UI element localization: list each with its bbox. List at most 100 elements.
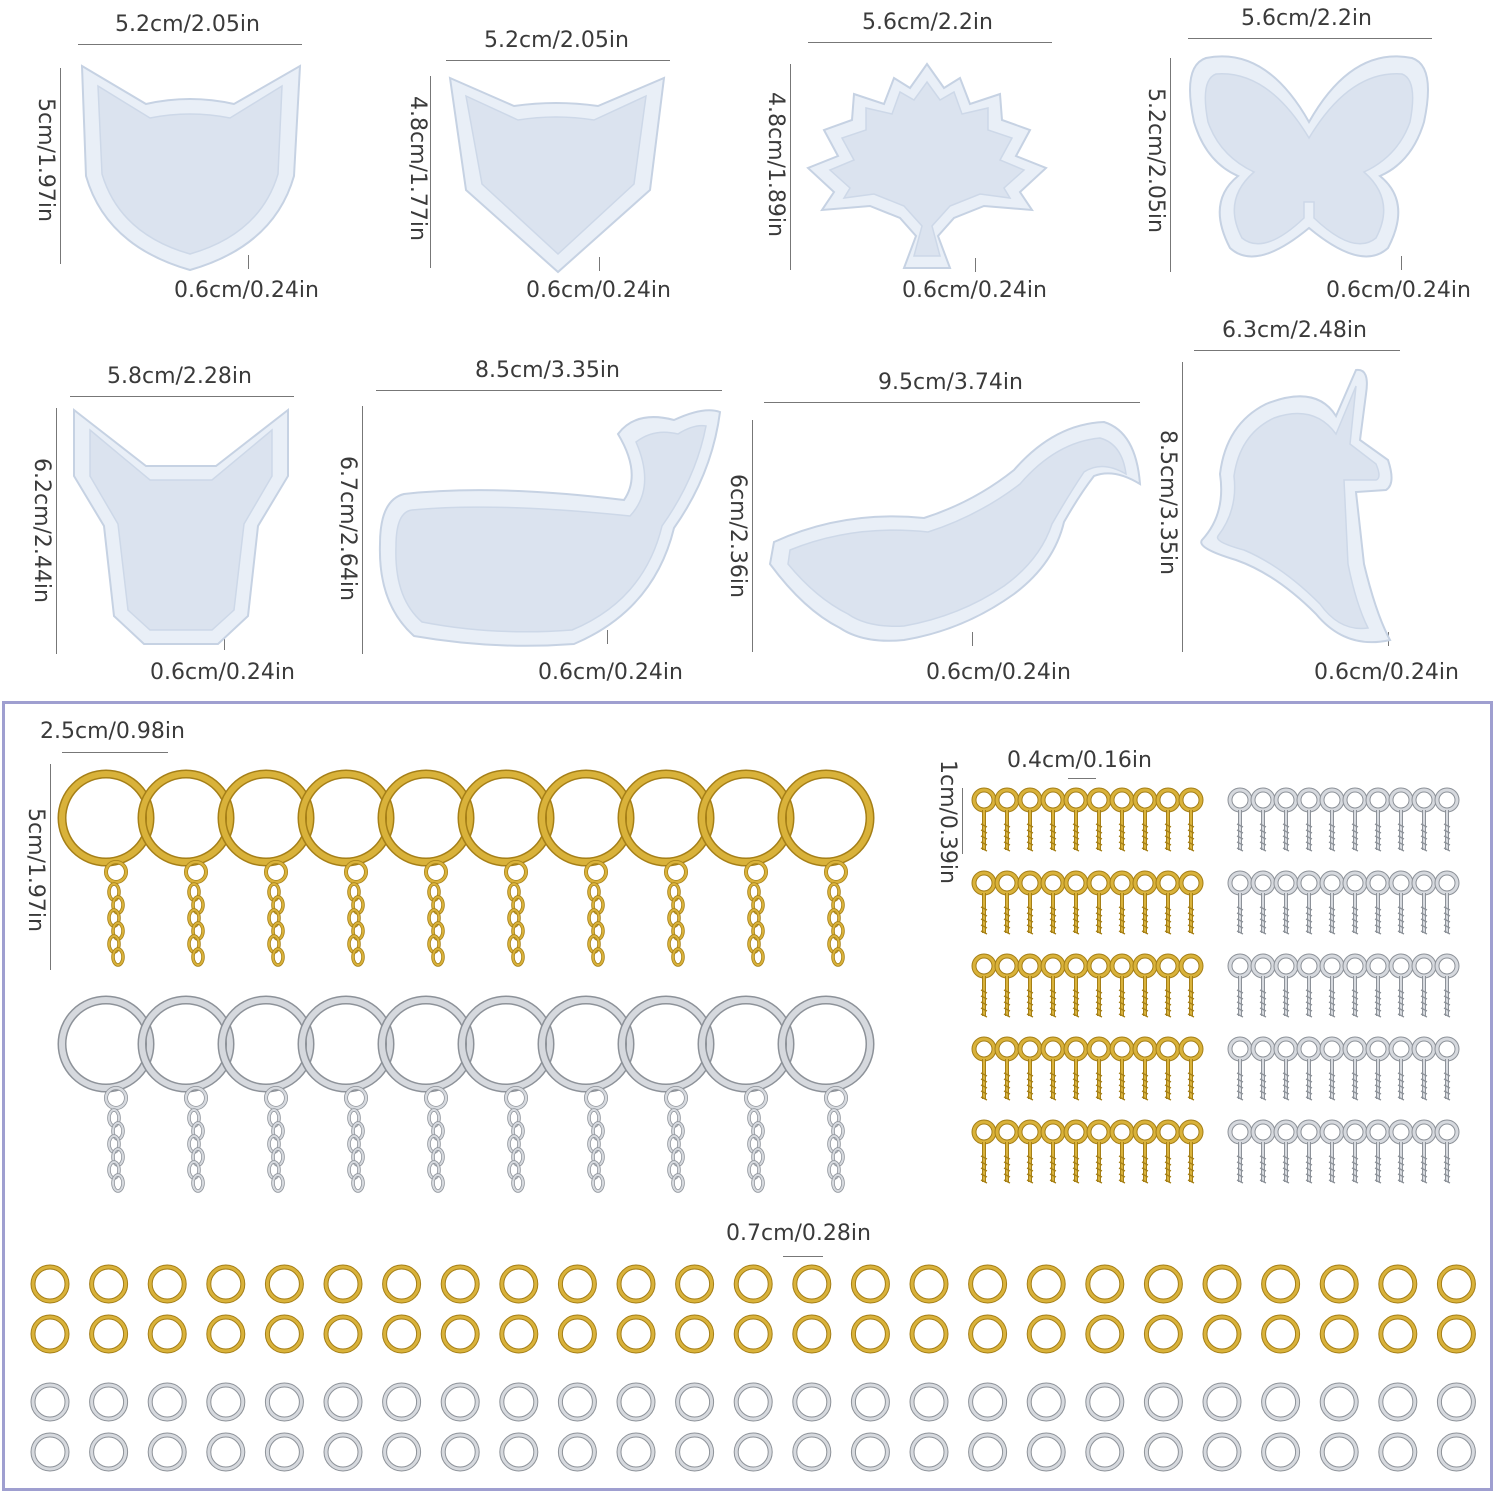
gold-jump-ring — [733, 1264, 773, 1304]
mold-depth-label: 0.6cm/0.24in — [1314, 660, 1459, 685]
silver-jump-ring — [616, 1432, 656, 1472]
gold-jump-ring — [968, 1264, 1008, 1304]
keyring-diameter-line — [62, 752, 168, 753]
gold-eye-pin — [1132, 953, 1158, 1018]
gold-keyring — [377, 769, 475, 967]
gold-jump-ring — [382, 1314, 422, 1354]
silver-jump-ring — [616, 1382, 656, 1422]
gold-eye-pin — [1109, 953, 1135, 1018]
silver-keyring — [617, 995, 715, 1193]
silver-jump-ring — [323, 1382, 363, 1422]
silver-eye-pin — [1411, 1036, 1437, 1101]
gold-eye-pin — [994, 1036, 1020, 1101]
silver-jump-ring — [1378, 1382, 1418, 1422]
silver-jump-ring — [440, 1432, 480, 1472]
width-dimension-line — [376, 390, 722, 391]
gold-jump-ring — [1026, 1314, 1066, 1354]
height-dimension-line — [790, 64, 791, 270]
silver-jump-ring — [1261, 1382, 1301, 1422]
silver-eye-pin — [1434, 1036, 1460, 1101]
width-dimension-line — [1188, 38, 1432, 39]
depth-tick — [599, 257, 600, 271]
silver-eye-pin — [1342, 1036, 1368, 1101]
gold-eye-pin — [1017, 953, 1043, 1018]
gold-eye-pin — [1086, 1036, 1112, 1101]
mold-width-label: 9.5cm/3.74in — [878, 370, 1023, 395]
gold-jump-ring — [30, 1314, 70, 1354]
gold-jump-ring — [909, 1314, 949, 1354]
silver-eye-pin — [1319, 1119, 1345, 1184]
mold-width-label: 5.6cm/2.2in — [1241, 6, 1372, 31]
gold-eye-pin — [1063, 787, 1089, 852]
gold-eye-pins — [971, 787, 1204, 1184]
silver-eye-pin — [1296, 787, 1322, 852]
gold-jump-ring — [1436, 1264, 1476, 1304]
gold-jump-ring — [206, 1314, 246, 1354]
gold-keyring — [457, 769, 555, 967]
deer-head-mold — [73, 407, 289, 645]
gold-jump-ring — [499, 1314, 539, 1354]
silver-jump-ring — [264, 1432, 304, 1472]
keyring-length-line — [50, 764, 51, 970]
gold-eye-pin — [1132, 1119, 1158, 1184]
gold-eye-pin — [1132, 787, 1158, 852]
silver-eye-pin — [1342, 870, 1368, 935]
height-dimension-line — [1182, 362, 1183, 652]
jump-rings — [30, 1264, 1476, 1472]
keyring-length-label: 5cm/1.97in — [23, 808, 48, 932]
silver-jump-ring — [382, 1382, 422, 1422]
gold-jump-ring — [30, 1264, 70, 1304]
mold-width-label: 8.5cm/3.35in — [475, 358, 620, 383]
silver-eye-pin — [1388, 787, 1414, 852]
gold-eye-pin — [1040, 1119, 1066, 1184]
silver-eye-pin — [1227, 787, 1253, 852]
gold-jump-ring — [968, 1314, 1008, 1354]
height-dimension-line — [1170, 58, 1171, 272]
gold-keyrings — [57, 769, 875, 967]
silver-eye-pin — [1227, 1036, 1253, 1101]
gold-eye-pin — [1155, 1036, 1181, 1101]
silver-eye-pin — [1296, 1119, 1322, 1184]
silver-jump-ring — [30, 1432, 70, 1472]
silver-eye-pin — [1250, 1119, 1276, 1184]
silver-eye-pin — [1365, 1119, 1391, 1184]
mold-height-label: 6.7cm/2.64in — [335, 456, 360, 601]
silver-keyring — [137, 995, 235, 1193]
mold-width-label: 6.3cm/2.48in — [1222, 318, 1367, 343]
gold-eye-pin — [971, 1119, 997, 1184]
gold-jump-ring — [1085, 1264, 1125, 1304]
gold-jump-ring — [499, 1264, 539, 1304]
gold-eye-pin — [1132, 870, 1158, 935]
gold-jump-ring — [557, 1264, 597, 1304]
gold-eye-pin — [1017, 787, 1043, 852]
eye-pin-length-line — [962, 788, 963, 854]
gold-eye-pin — [971, 1036, 997, 1101]
unicorn-head-mold — [1200, 368, 1393, 644]
silver-jump-ring — [499, 1382, 539, 1422]
silver-jump-ring — [1202, 1382, 1242, 1422]
silver-eye-pin — [1319, 870, 1345, 935]
silver-eye-pin — [1227, 870, 1253, 935]
silver-jump-ring — [147, 1382, 187, 1422]
silver-eye-pin — [1342, 787, 1368, 852]
silver-eye-pin — [1342, 953, 1368, 1018]
mold-height-label: 4.8cm/1.77in — [405, 96, 430, 241]
jump-ring-diameter-label: 0.7cm/0.28in — [726, 1221, 871, 1246]
mold-width-label: 5.2cm/2.05in — [484, 28, 629, 53]
width-dimension-line — [446, 60, 670, 61]
gold-jump-ring — [675, 1314, 715, 1354]
gold-jump-ring — [1436, 1314, 1476, 1354]
gold-eye-pin — [1086, 870, 1112, 935]
gold-eye-pin — [994, 787, 1020, 852]
gold-eye-pin — [1109, 1119, 1135, 1184]
silver-eye-pin — [1273, 1036, 1299, 1101]
gold-jump-ring — [89, 1264, 129, 1304]
silver-jump-ring — [792, 1432, 832, 1472]
gold-jump-ring — [1261, 1264, 1301, 1304]
mold-width-label: 5.2cm/2.05in — [115, 12, 260, 37]
gold-eye-pin — [1109, 787, 1135, 852]
silver-jump-ring — [440, 1382, 480, 1422]
gold-eye-pin — [1040, 870, 1066, 935]
gold-eye-pin — [971, 953, 997, 1018]
silver-eye-pin — [1342, 1119, 1368, 1184]
